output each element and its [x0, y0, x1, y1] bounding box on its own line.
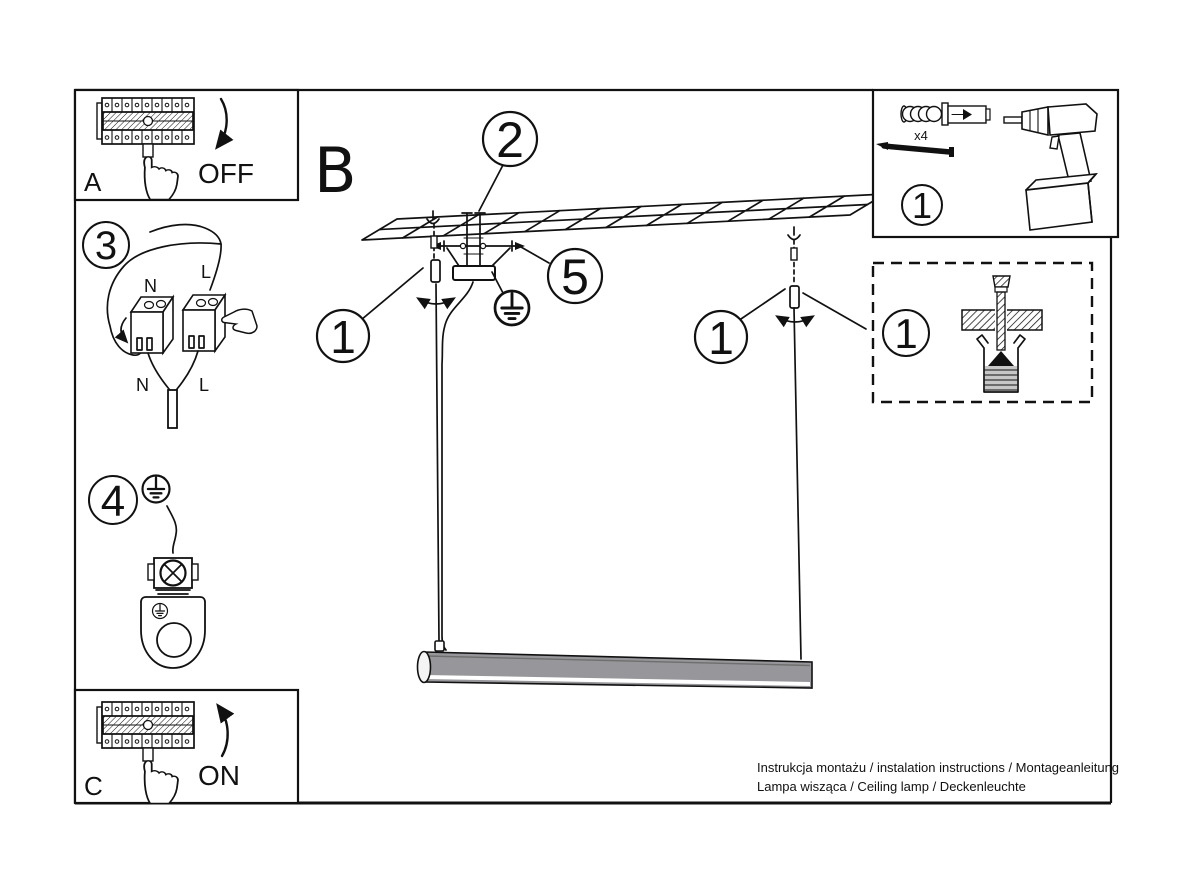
screw-arrow-right-icon [515, 242, 525, 250]
callout-4-number: 4 [101, 477, 125, 526]
callout-1-tools: 1 [901, 184, 943, 226]
ground-terminal-icon [147, 557, 199, 595]
callout-1-number: 1 [708, 312, 734, 364]
step-3-wiring: 3 N L N L [82, 221, 258, 429]
ground-symbol-icon [141, 474, 171, 504]
rotate-arrow-icon [114, 317, 129, 344]
on-label: ON [198, 760, 240, 791]
live-label-top: L [201, 262, 211, 282]
terminal-block-left-icon [114, 294, 175, 356]
callout-1-left: 1 [315, 267, 424, 364]
ground-wire [166, 505, 178, 554]
right-suspension-icon [775, 226, 815, 660]
panel-c: ON C [73, 688, 300, 805]
main-installation-diagram: B [314, 110, 886, 689]
footer: Instrukcja montażu / instalation instruc… [757, 760, 1119, 794]
callout-1-number: 1 [912, 185, 932, 226]
screw-icon [876, 142, 954, 157]
neutral-label-bottom: N [136, 375, 149, 395]
callout-2-number: 2 [496, 112, 524, 168]
cable-end-icon [167, 389, 178, 429]
terminal-block-right-icon [181, 292, 227, 354]
section-a-label: A [84, 167, 102, 197]
callout-5-number: 5 [561, 249, 589, 305]
footer-line-2: Lampa wisząca / Ceiling lamp / Deckenleu… [757, 779, 1026, 794]
mounting-bracket-icon [140, 596, 206, 669]
section-b-label: B [314, 134, 357, 207]
anchor-quantity-label: x4 [914, 128, 928, 143]
callout-1-anchor: 1 [882, 309, 930, 357]
ground-symbol-icon [493, 289, 531, 327]
switch-off-arrow-icon [215, 97, 234, 150]
live-label-bottom: L [199, 375, 209, 395]
supply-wires [149, 223, 222, 291]
tools-panel: x4 1 [871, 88, 1120, 239]
wall-plug-icon [900, 102, 991, 126]
left-suspension-icon [416, 210, 456, 652]
callout-5: 5 [520, 246, 604, 305]
power-cord [441, 281, 474, 651]
switch-on-arrow-icon [216, 703, 235, 758]
callout-1-right: 1 [693, 288, 867, 365]
anchor-cross-section-icon [961, 275, 1043, 393]
callout-3-number: 3 [95, 224, 117, 268]
callout-2: 2 [478, 110, 539, 212]
neutral-label-top: N [144, 276, 157, 296]
pressing-hand-small-icon [221, 308, 258, 335]
anchor-detail-panel: 1 [871, 261, 1094, 404]
drill-icon [1003, 103, 1098, 231]
step-4-grounding: 4 [88, 474, 206, 669]
section-c-label: C [84, 771, 103, 801]
linear-lamp-icon [416, 650, 813, 689]
off-label: OFF [198, 158, 254, 189]
footer-line-1: Instrukcja montażu / instalation instruc… [757, 760, 1119, 775]
ceiling-grid-icon [361, 193, 886, 241]
panel-a: OFF A [73, 88, 300, 202]
callout-1-number: 1 [330, 311, 356, 363]
callout-1-number: 1 [894, 310, 917, 357]
